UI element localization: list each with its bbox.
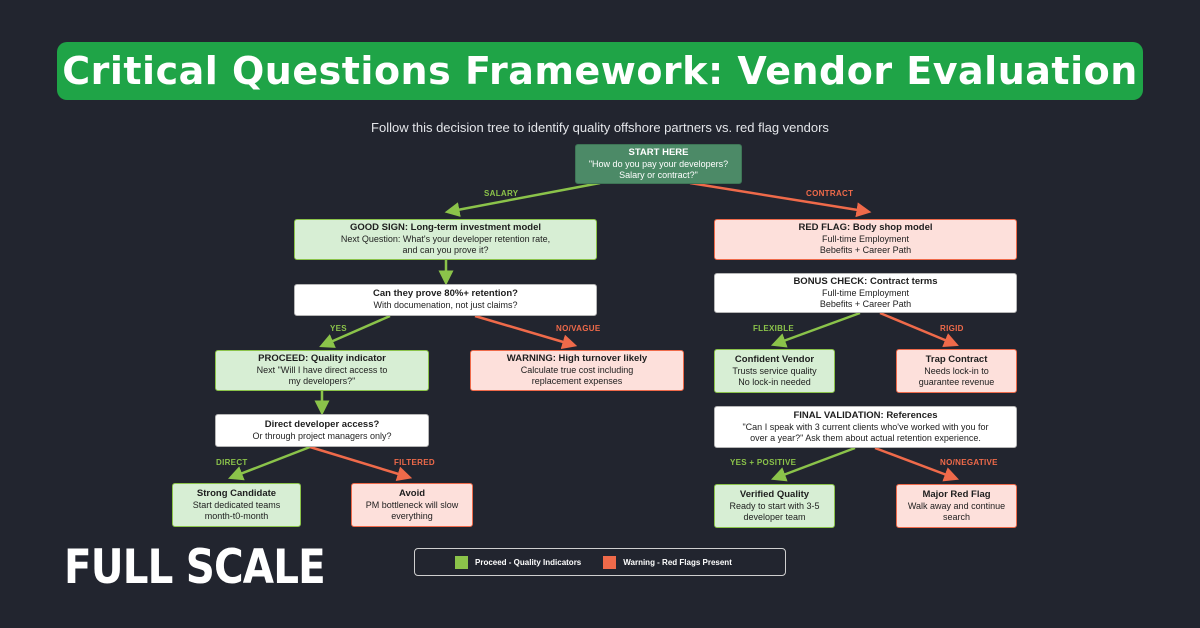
major-red-flag-node: Major Red Flag Walk away and continue se… [896,484,1017,528]
node-heading: FINAL VALIDATION: References [793,409,938,421]
verified-quality-node: Verified Quality Ready to start with 3-5… [714,484,835,528]
node-line: Next "Will I have direct access to [256,365,388,376]
node-heading: Avoid [398,487,426,499]
node-line: Ready to start with 3-5 [729,500,820,511]
edge-label-yes-positive: YES + POSITIVE [730,458,797,467]
node-heading: BONUS CHECK: Contract terms [793,275,938,287]
node-line: Calculate true cost including [520,365,634,376]
edge-label-yes: YES [330,324,347,333]
node-line: over a year?" Ask them about actual rete… [750,432,981,443]
prove-retention-node: Can they prove 80%+ retention? With docu… [294,284,597,316]
node-line: PM bottleneck will slow [365,499,459,510]
edge-label-direct: DIRECT [216,458,248,467]
node-line: With documenation, not just claims? [373,300,518,311]
node-line: everything [391,510,433,521]
bonus-check-node: BONUS CHECK: Contract terms Full-time Em… [714,273,1017,313]
confident-vendor-node: Confident Vendor Trusts service quality … [714,349,835,393]
red-swatch-icon [603,555,617,569]
legend-item-warning: Warning - Red Flags Present [603,555,732,569]
node-heading: START HERE [628,146,689,158]
direct-access-node: Direct developer access? Or through proj… [215,414,429,447]
legend-label-proceed: Proceed - Quality Indicators [475,557,582,567]
legend: Proceed - Quality Indicators Warning - R… [414,548,786,576]
node-heading: Trap Contract [925,353,988,365]
full-scale-logo: FULL SCALE [64,540,326,595]
node-line: my developers?" [288,376,356,387]
trap-contract-node: Trap Contract Needs lock-in to guarantee… [896,349,1017,393]
final-validation-node: FINAL VALIDATION: References "Can I spea… [714,406,1017,448]
edge-label-salary: SALARY [484,189,519,198]
avoid-node: Avoid PM bottleneck will slow everything [351,483,473,527]
start-node: START HERE "How do you pay your develope… [575,144,742,184]
edge-label-filtered: FILTERED [394,458,435,467]
node-line: Or through project managers only? [252,430,392,441]
node-heading: Can they prove 80%+ retention? [373,288,518,300]
node-line: "How do you pay your developers? [588,158,729,169]
arrow-salary [444,181,601,217]
arrow-contract [689,181,872,218]
proceed-node: PROCEED: Quality indicator Next "Will I … [215,350,429,391]
node-line: Start dedicated teams [192,499,281,510]
page-subtitle: Follow this decision tree to identify qu… [371,120,829,135]
strong-candidate-node: Strong Candidate Start dedicated teams m… [172,483,301,527]
node-line: replacement expenses [531,376,623,387]
arrow-yes [319,314,391,348]
node-line: Bebefits + Career Path [819,298,912,309]
node-line: "Can I speak with 3 current clients who'… [742,421,989,432]
arrow-no-vague [474,314,578,350]
node-line: No lock-in needed [738,376,811,387]
node-line: Walk away and continue [907,500,1006,511]
node-line: developer team [743,511,806,522]
green-swatch-icon [455,555,468,569]
node-line: Full-time Employment [821,234,910,245]
arrow-rigid [879,311,959,348]
node-line: Salary or contract?" [619,169,698,180]
legend-label-warning: Warning - Red Flags Present [623,557,732,567]
edge-label-no-negative: NO/NEGATIVE [940,458,998,467]
node-heading: Verified Quality [739,488,810,500]
node-line: Next Question: What's your developer ret… [340,234,551,245]
node-heading: Direct developer access? [264,418,380,430]
node-heading: Confident Vendor [734,353,815,365]
page-title: Critical Questions Framework: Vendor Eva… [57,42,1143,100]
node-heading: GOOD SIGN: Long-term investment model [349,222,542,234]
edge-label-flexible: FLEXIBLE [753,324,795,333]
arrow-no-negative [874,446,960,482]
legend-item-proceed: Proceed - Quality Indicators [455,555,582,569]
node-line: search [942,511,970,522]
warning-turnover-node: WARNING: High turnover likely Calculate … [470,350,684,391]
arrow-yes-positive [770,446,856,482]
red-flag-body-shop-node: RED FLAG: Body shop model Full-time Empl… [714,219,1017,260]
node-line: Bebefits + Career Path [819,245,912,256]
arrow-filtered [309,445,413,481]
edge-label-no-vague: NO/VAGUE [556,324,601,333]
node-line: and can you prove it? [402,245,489,256]
good-sign-node: GOOD SIGN: Long-term investment model Ne… [294,219,597,260]
node-heading: Major Red Flag [922,488,991,500]
node-heading: RED FLAG: Body shop model [798,222,933,234]
edge-label-rigid: RIGID [940,324,964,333]
arrow-flexible [770,311,861,348]
node-line: Needs lock-in to [924,365,989,376]
node-heading: WARNING: High turnover likely [506,353,648,365]
node-line: guarantee revenue [918,376,995,387]
node-line: Full-time Employment [821,287,910,298]
arrow-direct [228,445,311,481]
node-heading: Strong Candidate [196,487,277,499]
node-line: Trusts service quality [732,365,817,376]
edge-label-contract: CONTRACT [806,189,854,198]
node-line: month-t0-month [204,510,269,521]
node-heading: PROCEED: Quality indicator [258,353,386,365]
